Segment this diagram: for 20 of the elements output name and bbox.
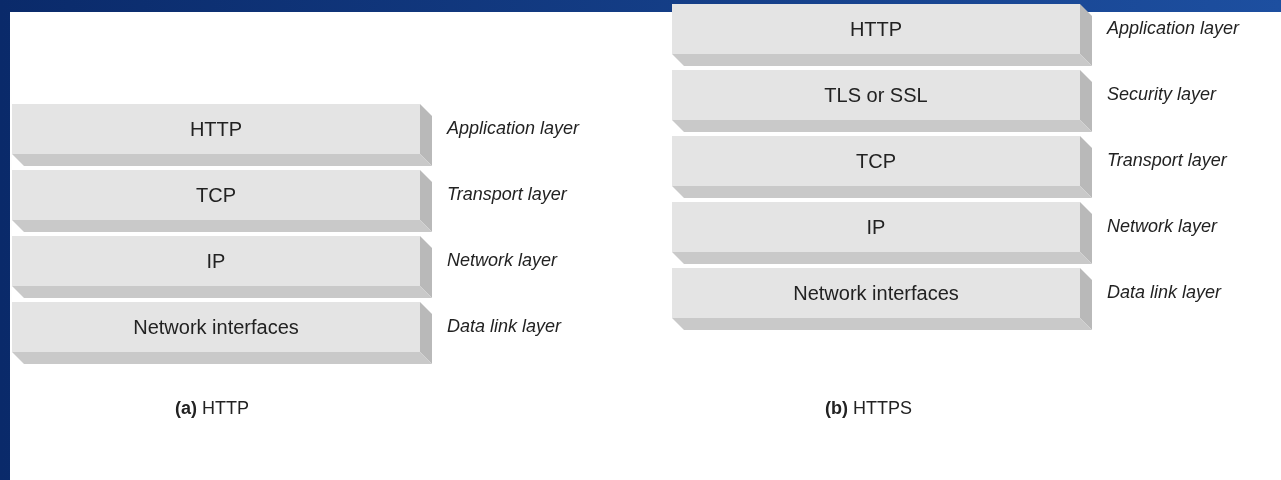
layer-name: IP bbox=[206, 249, 226, 273]
layer-label: Transport layer bbox=[1107, 150, 1227, 171]
layer-name: HTTP bbox=[189, 117, 243, 141]
layer-label: Data link layer bbox=[1107, 282, 1222, 303]
layer-name: TLS or SSL bbox=[824, 83, 928, 107]
layer-label: Data link layer bbox=[447, 316, 562, 337]
layer-label: Application layer bbox=[447, 118, 580, 139]
layer-label: Network layer bbox=[1107, 216, 1218, 237]
layer-label: Transport layer bbox=[447, 184, 567, 205]
layer-name: IP bbox=[866, 215, 886, 239]
layer-name: TCP bbox=[196, 183, 236, 207]
layer-name: Network interfaces bbox=[133, 315, 299, 339]
layer-name: Network interfaces bbox=[793, 281, 959, 305]
figure-caption: (a) HTTP bbox=[175, 398, 249, 419]
figure-caption: (b) HTTPS bbox=[825, 398, 912, 419]
layer-label: Security layer bbox=[1107, 84, 1217, 105]
layer-name: TCP bbox=[856, 149, 896, 173]
layer-label: Network layer bbox=[447, 250, 558, 271]
layer-name: HTTP bbox=[849, 17, 903, 41]
layer-label: Application layer bbox=[1107, 18, 1240, 39]
